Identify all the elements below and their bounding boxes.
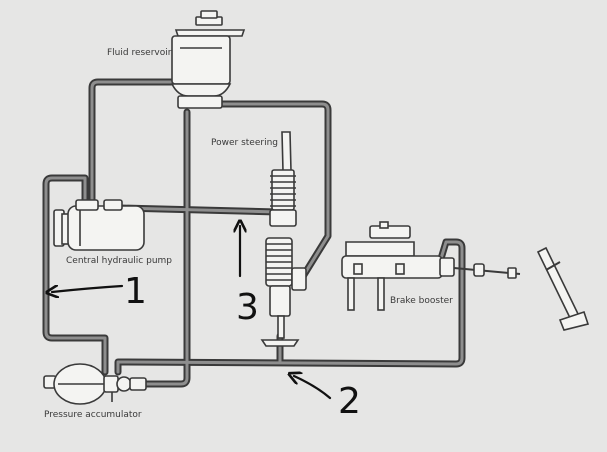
label-pressure-accumulator: Pressure accumulator (44, 410, 142, 420)
label-brake-booster: Brake booster (390, 296, 453, 306)
annotation-number-3: 3 (236, 287, 259, 328)
pipe-reservoir-to-pump (88, 78, 176, 209)
annotation-number-1: 1 (124, 271, 147, 312)
label-fluid-reservoir: Fluid reservoir (107, 48, 172, 58)
arrow-2 (294, 376, 332, 400)
arrow-1 (52, 286, 124, 292)
power-steering-unit (260, 131, 307, 347)
annotation-number-2: 2 (338, 381, 361, 422)
label-central-hydraulic-pump: Central hydraulic pump (66, 256, 173, 266)
annotation-arrows (52, 226, 332, 400)
central-hydraulic-pump (53, 199, 145, 251)
label-power-steering: Power steering (211, 138, 278, 148)
brake-booster (341, 221, 590, 331)
pipe-reservoir-return (138, 108, 191, 388)
fluid-reservoir (170, 10, 246, 109)
pipe-reservoir-to-steering (196, 100, 332, 282)
pressure-accumulator (43, 363, 147, 405)
